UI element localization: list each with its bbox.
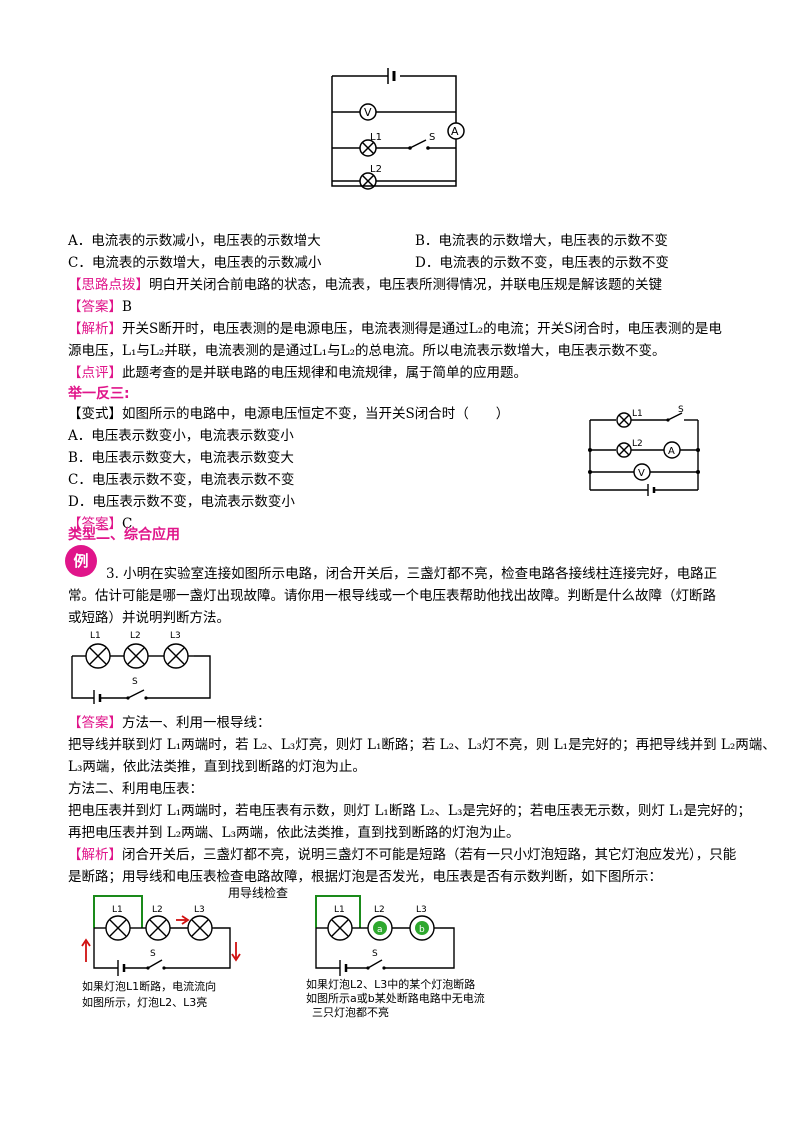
circuit-figure-3: L1 L2 L3 S	[71, 631, 211, 704]
example-badge: 例	[65, 545, 97, 577]
answer-1-tag: 【答案】	[68, 299, 122, 315]
fig4-note-line-2: 如图所示，灯泡L2、L3亮	[82, 995, 207, 1009]
analysis-1-line-2: 源电压，L₁与L₂并联，电流表测的是通过L₁与L₂的总电流。所以电流表示数增大，…	[68, 343, 666, 359]
analysis-3-line-1: 【解析】闭合开关后，三盏灯都不亮，说明三盏灯不可能是短路（若有一只小灯泡短路，其…	[68, 845, 736, 865]
q3-line-2: 常。估计可能是哪一盏灯出现故障。请你用一根导线或一个电压表帮助他找出故障。判断是…	[68, 588, 716, 604]
answer-3-m2-line-2: 再把电压表并到 L₂两端、L₃两端，依此法类推，直到找到断路的灯泡为止。	[68, 825, 520, 841]
option-a: A．电流表的示数减小，电压表的示数增大	[68, 233, 321, 249]
comment-tag: 【点评】	[68, 365, 122, 381]
fig5-note-line-2: 如图所示a或b某处断路电路中无电流	[306, 991, 485, 1005]
analysis-3-tag: 【解析】	[68, 847, 122, 863]
option-d: D．电流表的示数不变，电压表的示数不变	[415, 255, 669, 271]
variant-option-a: A．电压表示数变小，电流表示数变小	[68, 428, 294, 444]
fig5-l2-label: L2	[374, 905, 385, 915]
lamp-l2-label: L2	[370, 164, 382, 175]
fig5-switch-label: S	[372, 949, 378, 959]
variant-option-d: D．电压表示数不变，电流表示数变小	[68, 494, 295, 510]
answer-3-method-1: 【答案】方法一、利用一根导线：	[68, 713, 271, 733]
section-heading-juyi: 举一反三:	[68, 386, 130, 402]
fig4-note-line-1: 如果灯泡L1断路，电流流向	[82, 979, 216, 993]
analysis-1-tag: 【解析】	[68, 321, 122, 337]
fig5-l3-label: L3	[416, 905, 427, 915]
fig5-l1-label: L1	[334, 905, 345, 915]
fig5-marker-b: b	[419, 925, 425, 935]
hint-tag: 【思路点拨】	[68, 277, 149, 293]
hint-paragraph: 【思路点拨】明白开关闭合前电路的状态，电流表，电压表所测得情况，并联电压规是解该…	[68, 275, 662, 295]
answer-3-tag: 【答案】	[68, 715, 122, 731]
section-heading-type2: 类型二、综合应用	[68, 527, 180, 543]
analysis-3-line-2: 是断路；用导线和电压表检查电路故障，根据灯泡是否发光，电压表是否有示数判断，如下…	[68, 869, 662, 885]
voltmeter-label: V	[364, 106, 372, 119]
q3-line-1: 3. 小明在实验室连接如图所示电路，闭合开关后，三盏灯都不亮，检查电路各接线柱连…	[106, 566, 718, 582]
fig2-l2-label: L2	[632, 439, 643, 449]
fig3-l1-label: L1	[90, 631, 101, 641]
fig4-l2-label: L2	[152, 905, 163, 915]
answer-3-m2-line-1: 把电压表并到灯 L₁两端时，若电压表有示数，则灯 L₁断路 L₂、L₃是完好的；…	[68, 803, 752, 819]
answer-2-tag: 【答案】	[68, 516, 122, 532]
answer-1: 【答案】B	[68, 297, 132, 317]
circuit-figure-5: a b L1 L2 L3 S 如果灯泡L2、L3中的某个灯泡断路 如图所示a或b…	[306, 895, 485, 1019]
answer-2-text: C	[122, 516, 133, 532]
fig4-switch-label: S	[150, 949, 156, 959]
fig4-l1-label: L1	[112, 905, 123, 915]
option-c: C．电流表的示数增大，电压表的示数减小	[68, 255, 322, 271]
answer-2: 【答案】C	[68, 514, 132, 534]
ammeter-label: A	[451, 125, 459, 138]
option-b: B．电流表的示数增大，电压表的示数不变	[415, 233, 668, 249]
analysis-1-text-1: 开关S断开时，电压表测的是电源电压，电流表测得是通过L₂的电流；开关S闭合时，电…	[122, 321, 722, 337]
answer-3-m1-line-2: L₃两端，依此法类推，直到找到断路的灯泡为止。	[68, 759, 366, 775]
fig3-l3-label: L3	[170, 631, 181, 641]
fig2-l1-label: L1	[632, 409, 643, 419]
comment-text: 此题考查的是并联电路的电压规律和电流规律，属于简单的应用题。	[122, 365, 527, 381]
hint-text: 明白开关闭合前电路的状态，电流表，电压表所测得情况，并联电压规是解该题的关键	[149, 277, 662, 293]
variant-tag: 【变式】	[68, 406, 122, 422]
lamp-l1-label: L1	[370, 132, 382, 143]
fig5-note-line-1: 如果灯泡L2、L3中的某个灯泡断路	[306, 977, 475, 991]
answer-3-m1-heading: 方法一、利用一根导线：	[122, 715, 271, 731]
fig4-title: 用导线检查	[228, 885, 288, 900]
answer-1-text: B	[122, 299, 132, 315]
fig3-l2-label: L2	[130, 631, 141, 641]
circuit-figure-2: L1 S L2 A V	[588, 405, 700, 496]
fig2-voltmeter-label: V	[638, 468, 645, 479]
variant-option-b: B．电压表示数变大，电流表示数变大	[68, 450, 294, 466]
fig4-l3-label: L3	[194, 905, 205, 915]
fig2-ammeter-label: A	[668, 446, 675, 457]
comment-paragraph: 【点评】此题考查的是并联电路的电压规律和电流规律，属于简单的应用题。	[68, 363, 527, 383]
fig2-switch-label: S	[678, 405, 684, 415]
switch-label: S	[429, 132, 435, 143]
fig5-marker-a: a	[377, 925, 383, 935]
answer-3-m1-line-1: 把导线并联到灯 L₁两端时，若 L₂、L₃灯亮，则灯 L₁断路；若 L₂、L₃灯…	[68, 737, 776, 753]
analysis-3-text-1: 闭合开关后，三盏灯都不亮，说明三盏灯不可能是短路（若有一只小灯泡短路，其它灯泡应…	[122, 847, 737, 863]
circuit-figure-4: 用导线检查 L1 L2 L3 S 如果灯泡L1断路，电流流向 如图所示，灯泡L2…	[81, 885, 288, 1009]
fig5-note-line-3: 三只灯泡都不亮	[312, 1005, 389, 1019]
answer-3-method-2: 方法二、利用电压表：	[68, 781, 203, 797]
example-badge-text: 例	[73, 552, 89, 570]
variant-option-c: C．电压表示数不变，电流表示数不变	[68, 472, 295, 488]
fig3-switch-label: S	[132, 677, 138, 687]
variant-stem: 【变式】如图所示的电路中，电源电压恒定不变，当开关S闭合时（ ）	[68, 404, 509, 424]
analysis-1-line-1: 【解析】开关S断开时，电压表测的是电源电压，电流表测得是通过L₂的电流；开关S闭…	[68, 319, 722, 339]
circuit-figure-1: V A L1 L2 S	[331, 68, 465, 190]
q3-line-3: 或短路）并说明判断方法。	[68, 610, 230, 626]
variant-stem-text: 如图所示的电路中，电源电压恒定不变，当开关S闭合时（ ）	[122, 406, 510, 422]
